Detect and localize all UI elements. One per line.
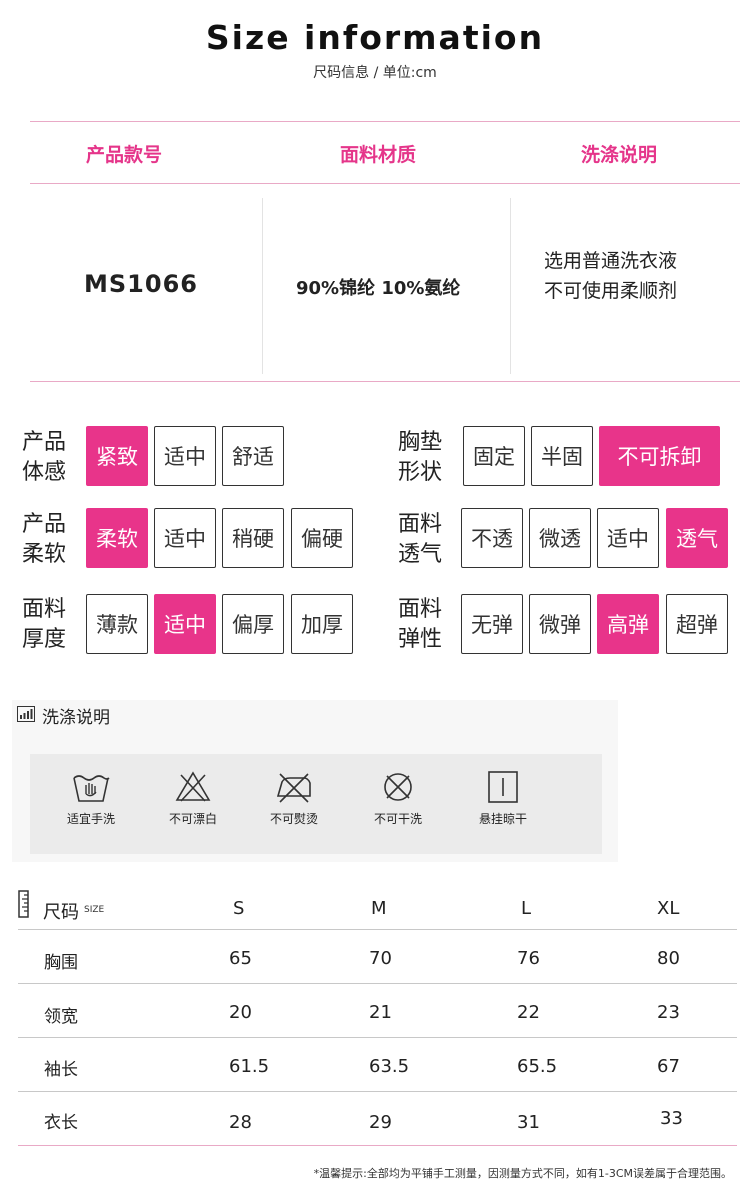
option-soft[interactable]: 柔软: [86, 508, 148, 568]
care-item: 不可熨烫: [249, 770, 339, 827]
product-code: MS1066: [84, 270, 198, 298]
option-non-removable[interactable]: 不可拆卸: [599, 426, 720, 486]
size-table-title: 尺码: [43, 902, 79, 923]
size-col-s: S: [233, 898, 245, 919]
option-semi-fixed[interactable]: 半固: [531, 426, 593, 486]
care-item: 不可干洗: [353, 770, 443, 827]
cell-sleeve-m: 63.5: [369, 1056, 410, 1077]
option-breathable[interactable]: 透气: [666, 508, 728, 568]
option-high-stretch[interactable]: 高弹: [597, 594, 659, 654]
option-thin[interactable]: 薄款: [86, 594, 148, 654]
column-divider: [262, 198, 263, 374]
option-no-stretch[interactable]: 无弹: [461, 594, 523, 654]
row-divider: [18, 1091, 737, 1092]
option-hard[interactable]: 偏硬: [291, 508, 353, 568]
divider: [30, 183, 740, 184]
wash-line-1: 选用普通洗衣液: [544, 250, 678, 272]
cell-length-s: 28: [229, 1112, 252, 1133]
option-comfy[interactable]: 舒适: [222, 426, 284, 486]
attr-label-softness: 产品柔软: [22, 512, 67, 567]
attr-label-thickness: 面料厚度: [22, 597, 67, 652]
option-thick[interactable]: 加厚: [291, 594, 353, 654]
cell-chest-xl: 80: [657, 948, 680, 969]
cell-neck-xl: 23: [657, 1002, 680, 1023]
size-table-subtitle: SIZE: [84, 905, 105, 915]
cell-neck-s: 20: [229, 1002, 252, 1023]
row-divider: [18, 1145, 737, 1146]
row-label-neck: 领宽: [44, 1007, 78, 1027]
row-divider: [18, 929, 737, 930]
column-divider: [510, 198, 511, 374]
cell-length-m: 29: [369, 1112, 392, 1133]
option-medium[interactable]: 适中: [154, 426, 216, 486]
care-title: 洗涤说明: [42, 708, 110, 728]
attr-label-pad-shape: 胸垫形状: [398, 430, 443, 485]
attr-label-breathability: 面料透气: [398, 512, 443, 567]
cell-sleeve-l: 65.5: [517, 1056, 558, 1077]
option-medium[interactable]: 适中: [597, 508, 659, 568]
cell-length-xl: 33: [660, 1108, 683, 1129]
size-col-m: M: [371, 898, 387, 919]
option-medium[interactable]: 适中: [154, 508, 216, 568]
cell-sleeve-s: 61.5: [229, 1056, 270, 1077]
cell-sleeve-xl: 67: [657, 1056, 680, 1077]
row-divider: [18, 1037, 737, 1038]
hand-wash-icon: [73, 775, 110, 802]
header-product-code: 产品款号: [85, 144, 162, 166]
row-label-chest: 胸围: [44, 953, 78, 973]
page-subtitle: 尺码信息 / 单位:cm: [313, 65, 437, 81]
no-iron-icon: [276, 773, 311, 803]
row-label-sleeve: 袖长: [44, 1060, 78, 1080]
cell-chest-l: 76: [517, 948, 540, 969]
cell-chest-s: 65: [229, 948, 252, 969]
care-item: 不可漂白: [148, 770, 238, 827]
chart-bars-icon: [17, 706, 35, 726]
wash-line-2: 不可使用柔顺剂: [544, 280, 678, 302]
care-item: 悬挂晾干: [458, 770, 548, 827]
header-material: 面料材质: [339, 144, 416, 166]
option-slightly-hard[interactable]: 稍硬: [222, 508, 284, 568]
option-not-breathable[interactable]: 不透: [461, 508, 523, 568]
divider: [30, 381, 740, 382]
cell-neck-l: 22: [517, 1002, 540, 1023]
measurement-note: *温馨提示:全部均为平铺手工测量，因测量方式不同，如有1-3CM误差属于合理范围…: [313, 1167, 732, 1180]
size-col-xl: XL: [657, 898, 680, 919]
option-slight-stretch[interactable]: 微弹: [529, 594, 591, 654]
cell-chest-m: 70: [369, 948, 392, 969]
page-title: Size information: [205, 18, 545, 57]
ruler-icon: [18, 890, 34, 922]
attr-label-feel: 产品体感: [22, 430, 67, 485]
no-dry-clean-icon: [384, 773, 412, 801]
divider: [30, 121, 740, 122]
cell-neck-m: 21: [369, 1002, 392, 1023]
option-super-stretch[interactable]: 超弹: [666, 594, 728, 654]
option-tight[interactable]: 紧致: [86, 426, 148, 486]
material-value: 90%锦纶 10%氨纶: [296, 278, 461, 299]
hang-dry-icon: [488, 771, 518, 803]
option-slightly-breathable[interactable]: 微透: [529, 508, 591, 568]
attr-label-elasticity: 面料弹性: [398, 597, 443, 652]
option-medium[interactable]: 适中: [154, 594, 216, 654]
option-thickish[interactable]: 偏厚: [222, 594, 284, 654]
no-bleach-icon: [175, 771, 211, 802]
care-item: 适宜手洗: [46, 770, 136, 827]
size-col-l: L: [521, 898, 532, 919]
cell-length-l: 31: [517, 1112, 540, 1133]
row-divider: [18, 983, 737, 984]
row-label-length: 衣长: [44, 1113, 78, 1133]
header-wash: 洗涤说明: [580, 144, 657, 166]
care-icons-panel: [30, 754, 602, 854]
option-fixed[interactable]: 固定: [463, 426, 525, 486]
